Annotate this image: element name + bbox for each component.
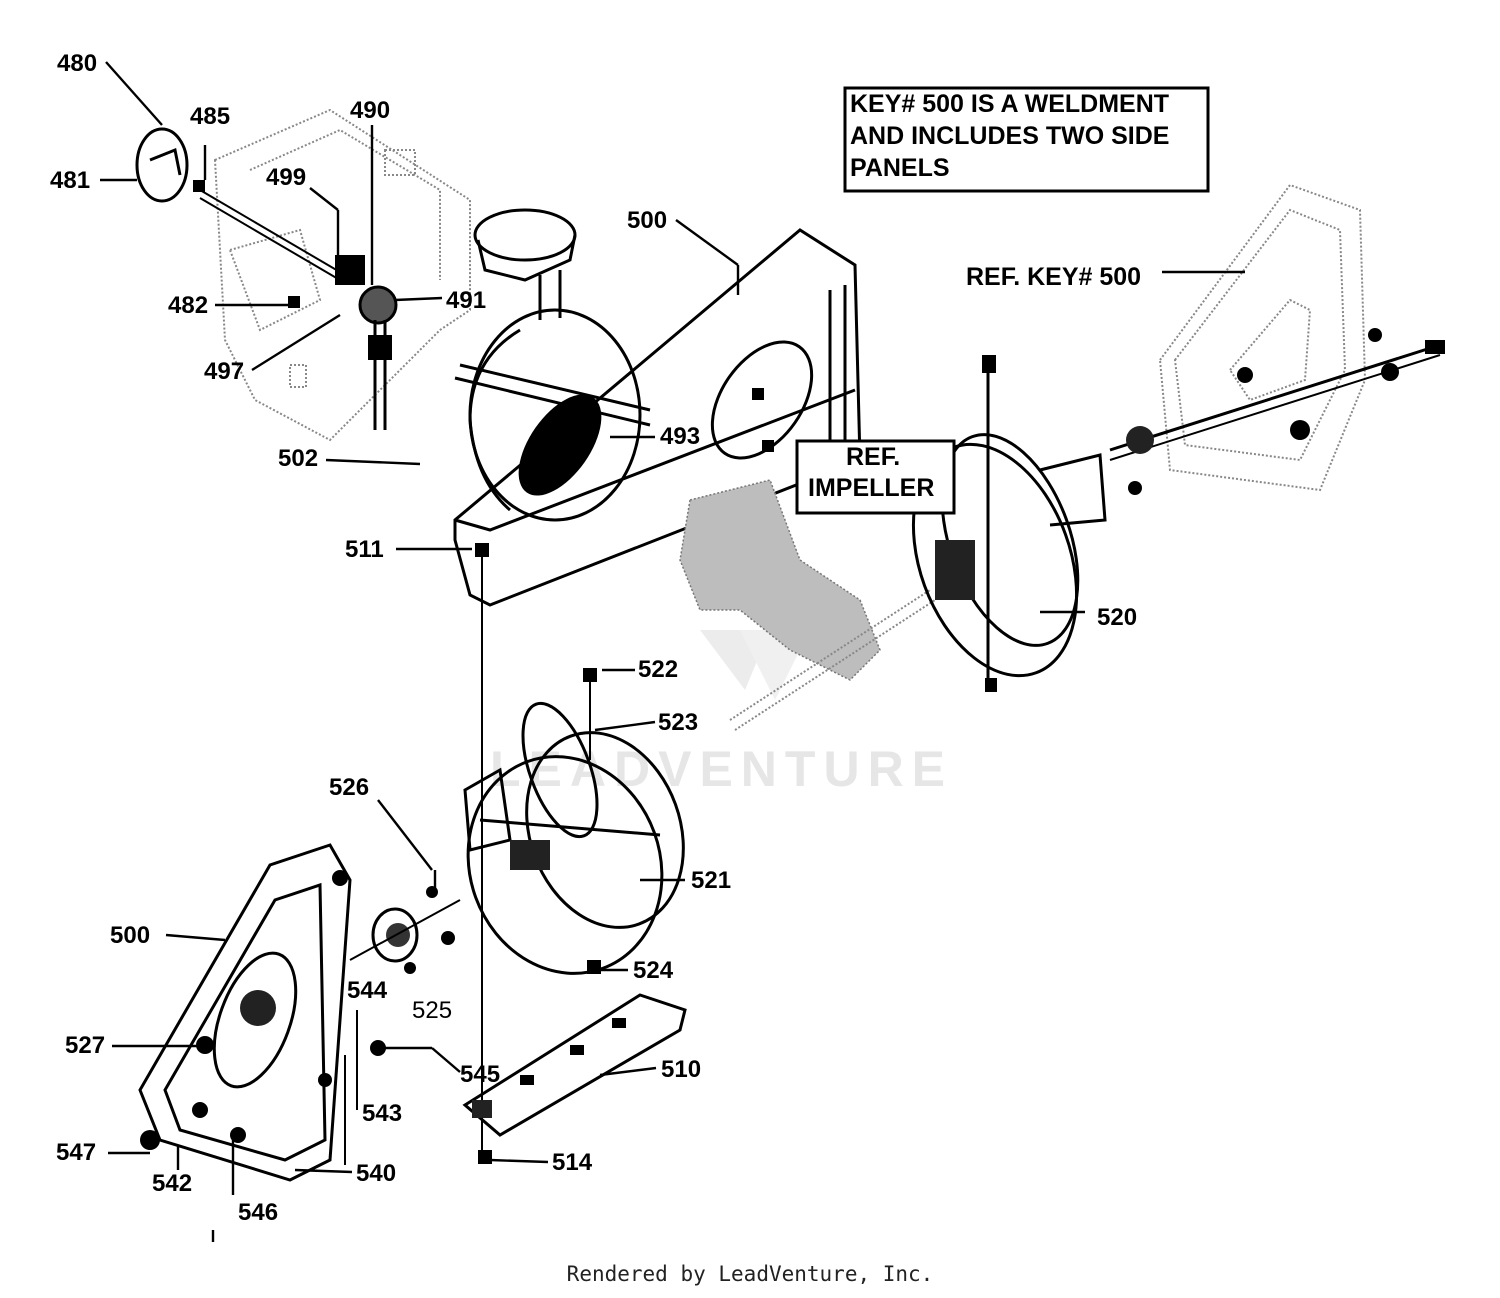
part-label-493: 493 <box>660 423 700 450</box>
part-label-547: 547 <box>56 1139 96 1166</box>
part-label-525: 525 <box>412 997 452 1024</box>
part-label-510: 510 <box>661 1056 701 1083</box>
part-label-485: 485 <box>190 103 230 130</box>
part-label-523: 523 <box>658 709 698 736</box>
ref-key-500-label: REF. KEY# 500 <box>966 263 1141 291</box>
chute <box>473 208 577 320</box>
footer-credit: Rendered by LeadVenture, Inc. <box>566 1262 934 1286</box>
part-label-544: 544 <box>347 977 388 1004</box>
side-panel-reference <box>1109 183 1445 495</box>
scraper-bar-510 <box>462 993 687 1164</box>
bolt-482 <box>288 296 300 308</box>
ref-impeller-box: REF. IMPELLER <box>795 439 956 515</box>
weldment-note-box: KEY# 500 IS A WELDMENT AND INCLUDES TWO … <box>843 86 1210 193</box>
part-label-491: 491 <box>446 287 486 314</box>
leader-lines <box>100 61 1245 1242</box>
weldment-note-line-3: PANELS <box>850 154 950 182</box>
part-label-490: 490 <box>350 97 390 124</box>
bearing-assembly-525 <box>349 886 461 974</box>
impeller-520 <box>911 355 1107 692</box>
watermark: LEADVENTURE <box>490 630 953 797</box>
part-label-522: 522 <box>638 656 678 683</box>
part-label-545: 545 <box>460 1061 500 1088</box>
bracket-499 <box>335 255 365 285</box>
part-label-497: 497 <box>204 358 244 385</box>
part-label-526: 526 <box>329 774 369 801</box>
part-label-500-upper: 500 <box>627 207 667 234</box>
part-label-542: 542 <box>152 1170 192 1197</box>
part-label-520: 520 <box>1097 604 1137 631</box>
part-label-546: 546 <box>238 1199 278 1226</box>
ref-impeller-line-2: IMPELLER <box>808 474 934 502</box>
part-label-511: 511 <box>345 536 384 563</box>
weldment-note-line-2: AND INCLUDES TWO SIDE <box>850 122 1169 150</box>
part-label-502: 502 <box>278 445 318 472</box>
side-panel-500-lower <box>138 843 352 1182</box>
part-label-521: 521 <box>691 867 731 894</box>
part-label-481: 481 <box>50 167 90 194</box>
part-label-500-lower: 500 <box>110 922 150 949</box>
auger-521 <box>463 668 685 975</box>
engine-reference-outline <box>213 108 471 442</box>
part-label-527: 527 <box>65 1032 105 1059</box>
part-number-labels: 480 485 481 490 499 482 491 497 500 493 … <box>50 50 1137 1226</box>
part-label-514: 514 <box>552 1149 593 1176</box>
watermark-text: LEADVENTURE <box>490 741 953 797</box>
collar-491 <box>358 285 398 325</box>
chute-crank-assembly <box>135 127 398 430</box>
weldment-note-line-1: KEY# 500 IS A WELDMENT <box>850 90 1169 118</box>
auger-housing-500 <box>453 228 862 607</box>
part-label-480: 480 <box>57 50 97 77</box>
part-label-543: 543 <box>362 1100 402 1127</box>
impeller-reference-outline <box>679 479 936 731</box>
part-label-540: 540 <box>356 1160 396 1187</box>
part-label-499: 499 <box>266 164 306 191</box>
bolts-543-545 <box>344 1010 386 1165</box>
ref-impeller-line-1: REF. <box>846 443 900 471</box>
part-label-482: 482 <box>168 292 208 319</box>
crank-handle-480 <box>135 127 189 203</box>
part-label-524: 524 <box>633 957 674 984</box>
axle-shaft <box>475 543 489 1160</box>
